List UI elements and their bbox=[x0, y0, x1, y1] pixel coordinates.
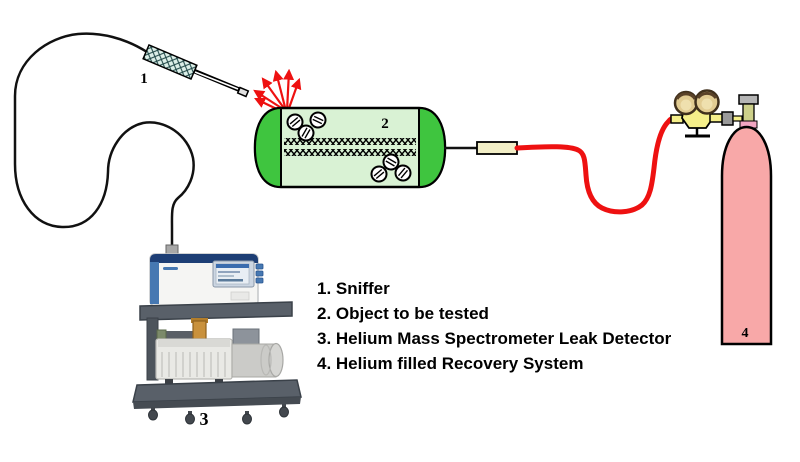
pump-plumbing bbox=[163, 331, 193, 339]
cylinder-valve-stem bbox=[742, 103, 755, 124]
leak-detector-cart: 3 bbox=[132, 244, 302, 429]
cylinder-body bbox=[720, 125, 773, 346]
pump-junction-box bbox=[232, 328, 260, 346]
tank-weld-seam-top bbox=[284, 138, 416, 145]
label-recovery-system: 4 bbox=[742, 326, 749, 341]
label-test-object: 2 bbox=[381, 116, 389, 132]
regulator-gauge-right bbox=[694, 89, 720, 115]
pump-motor bbox=[231, 342, 284, 378]
label-leak-detector: 3 bbox=[200, 409, 209, 429]
cart-shelf bbox=[139, 301, 293, 321]
detector-vent-grille bbox=[230, 291, 250, 301]
regulator-coupling-pipe bbox=[732, 115, 743, 122]
regulator-outlet-arm bbox=[709, 113, 724, 123]
detector-display bbox=[212, 260, 255, 288]
legend-item-sniffer: 1. Sniffer bbox=[317, 279, 390, 298]
pressure-regulator bbox=[670, 89, 743, 138]
detector-left-panel bbox=[150, 262, 159, 304]
regulator-gauge-left bbox=[673, 90, 699, 116]
cart-base-edge bbox=[133, 397, 301, 409]
tank-right-cap bbox=[418, 106, 447, 189]
probe-tip bbox=[236, 86, 250, 98]
brand-logo bbox=[163, 267, 178, 270]
cylinder-valve-cap bbox=[738, 94, 759, 105]
tank-weld-seam-bottom bbox=[284, 149, 416, 156]
regulator-cylinder-coupling bbox=[721, 111, 734, 126]
tank-body bbox=[253, 106, 447, 189]
sniffer-cable bbox=[13, 32, 195, 249]
vacuum-pump bbox=[155, 338, 233, 385]
tank-screws bbox=[286, 111, 412, 183]
leak-spray-arrows bbox=[253, 68, 302, 114]
legend-item-leak-detector: 3. Helium Mass Spectrometer Leak Detecto… bbox=[317, 329, 672, 348]
probe-rod-highlight bbox=[194, 71, 239, 90]
tank-left-cap bbox=[253, 106, 282, 189]
probe-handle bbox=[142, 43, 198, 81]
pump-brass-fitting bbox=[192, 320, 207, 341]
legend: 1. Sniffer 2. Object to be tested 3. Hel… bbox=[317, 276, 671, 376]
helium-hose bbox=[514, 114, 680, 215]
test-object-tank: 2 bbox=[253, 106, 447, 189]
regulator-hose-nipple bbox=[670, 114, 684, 124]
legend-item-test-object: 2. Object to be tested bbox=[317, 304, 489, 323]
label-sniffer: 1 bbox=[140, 71, 148, 87]
inline-connector bbox=[476, 141, 518, 155]
sniffer-probe bbox=[142, 43, 250, 98]
legend-item-recovery-system: 4. Helium filled Recovery System bbox=[317, 354, 584, 373]
detector-buttons bbox=[255, 263, 264, 284]
cart-casters bbox=[148, 404, 289, 425]
helium-cylinder: 4 bbox=[720, 94, 773, 346]
